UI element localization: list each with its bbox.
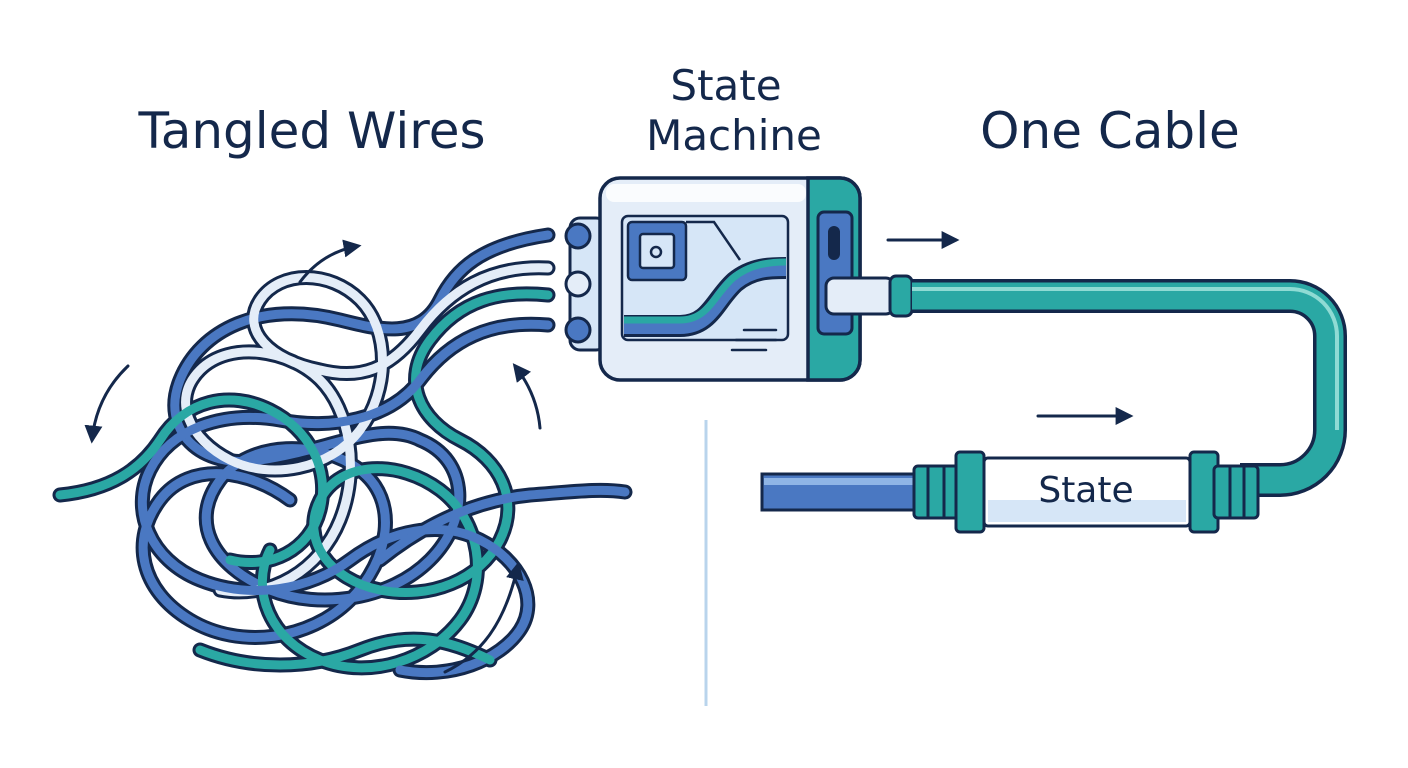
state-machine-device: [564, 176, 862, 382]
curved-arrow-icons: [84, 239, 542, 674]
tangled-wires: [52, 227, 633, 681]
state-machine-title-line1: State: [670, 61, 781, 110]
one-cable-title: One Cable: [980, 102, 1240, 160]
curved-arrow-icon: [443, 561, 524, 674]
output-plug: [824, 274, 914, 318]
input-ports: [564, 216, 608, 352]
state-connector-label: State: [1038, 470, 1133, 511]
one-cable: [912, 279, 1347, 497]
tangled-wires-title: Tangled Wires: [137, 102, 485, 160]
right-arrow-icons: [886, 231, 1134, 425]
curved-arrow-icon: [84, 364, 130, 444]
state-machine-title-line2: Machine: [646, 111, 822, 160]
state-connector: [912, 450, 1260, 534]
curved-arrow-icon: [512, 363, 542, 430]
curved-arrow-icon: [298, 239, 362, 284]
output-cable-stub: [760, 472, 924, 512]
